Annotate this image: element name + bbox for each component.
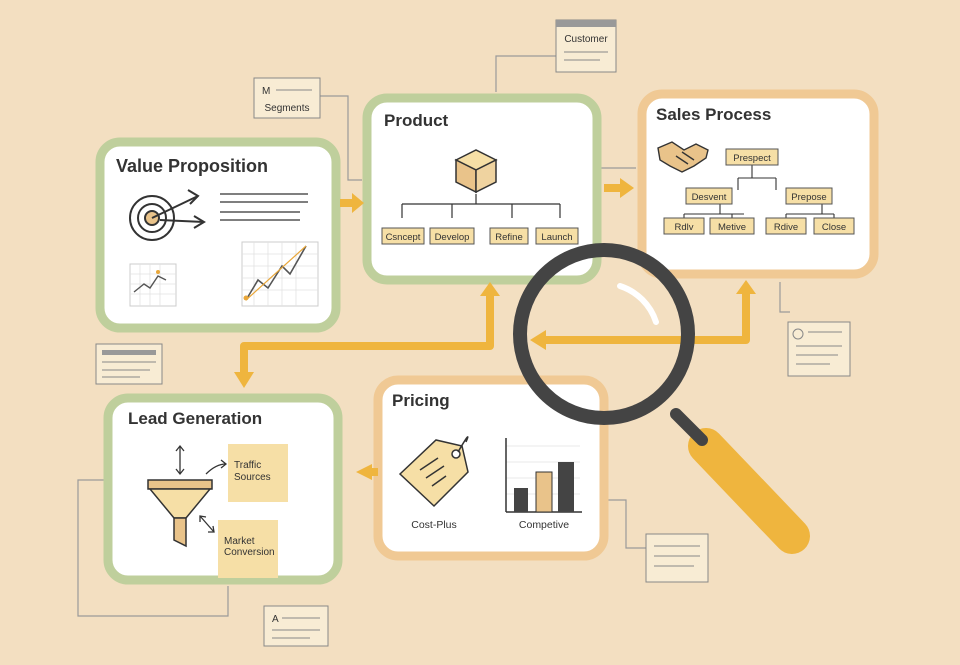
svg-text:Rdive: Rdive — [774, 222, 798, 233]
price-tag-icon — [398, 436, 469, 508]
magnifier-icon — [513, 243, 810, 554]
line-chart-icon-small — [129, 263, 177, 307]
pricing-title: Pricing — [392, 391, 450, 410]
note-customer-label: Customer — [564, 34, 608, 45]
panel-product: Product Csncept Develop Refine — [362, 93, 602, 285]
target-icon — [129, 189, 206, 241]
connector-pricing — [600, 499, 646, 549]
product-step-develop: Develop — [429, 227, 475, 245]
flow-paths — [240, 294, 750, 372]
sales-tree-lines — [683, 165, 835, 218]
lead-arrows — [175, 444, 228, 533]
lead-note-traffic: Traffic Sources — [228, 444, 288, 502]
product-step-refine: Refine — [489, 227, 529, 245]
path-sales-magnifier — [544, 294, 750, 344]
note-bottom-right — [645, 533, 709, 583]
line-chart-icon — [241, 241, 319, 307]
connector-customer — [495, 55, 556, 92]
svg-text:Market: Market — [224, 536, 255, 547]
note-bottom: A — [263, 605, 329, 647]
note-right-card — [787, 321, 851, 377]
svg-text:Prepose: Prepose — [791, 192, 826, 203]
note-segments-mark: M — [262, 86, 270, 97]
connector-sales-note — [779, 282, 790, 313]
note-segments-label: Segments — [264, 103, 309, 114]
connector-segments — [320, 95, 362, 181]
sales-node-close: Close — [813, 217, 855, 235]
sales-node-bottom-1: Rdlv — [663, 217, 705, 235]
svg-text:Prespect: Prespect — [733, 153, 771, 164]
lead-generation-title: Lead Generation — [128, 409, 262, 428]
value-proposition-title: Value Proposition — [116, 156, 268, 176]
svg-text:Conversion: Conversion — [224, 547, 275, 558]
handshake-icon — [657, 141, 709, 173]
flow-arrowheads — [234, 280, 756, 388]
bar-3 — [558, 462, 574, 512]
svg-text:Metive: Metive — [718, 222, 746, 233]
svg-text:Refine: Refine — [495, 232, 522, 243]
sales-node-prospect: Prespect — [725, 148, 779, 166]
svg-text:Traffic: Traffic — [234, 460, 261, 471]
svg-text:Desvent: Desvent — [692, 192, 727, 203]
sales-node-discovery: Desvent — [685, 187, 733, 205]
svg-text:Sources: Sources — [234, 472, 271, 483]
svg-text:Close: Close — [822, 222, 846, 233]
sales-node-bottom-2: Metive — [709, 217, 755, 235]
lead-note-market: Market Conversion — [218, 520, 278, 578]
bar-2 — [535, 471, 553, 513]
funnel-icon — [147, 479, 213, 548]
pricing-left-label: Cost-Plus — [411, 519, 457, 531]
svg-text:Csncept: Csncept — [386, 232, 421, 243]
product-title: Product — [384, 111, 449, 130]
product-tree-lines — [401, 194, 561, 218]
connector-lines — [77, 55, 790, 617]
magnifier-ring — [513, 243, 695, 425]
svg-text:Launch: Launch — [541, 232, 572, 243]
svg-text:Develop: Develop — [435, 232, 470, 243]
path-product-lead — [240, 296, 494, 372]
panel-sales-process: Sales Process Prespect Desvent — [637, 89, 879, 279]
product-step-launch: Launch — [535, 227, 579, 245]
box-icon — [454, 149, 498, 194]
panel-value-proposition: Value Proposition — [95, 137, 341, 333]
arrow-pricing-lead — [356, 464, 372, 480]
sales-node-bottom-3: Rdive — [765, 217, 807, 235]
svg-text:Rdlv: Rdlv — [674, 222, 693, 233]
sales-process-title: Sales Process — [656, 105, 771, 124]
flow-arrows — [340, 178, 634, 480]
product-step-concept: Csncept — [381, 227, 425, 245]
arrow-product-sales — [604, 184, 620, 192]
connector-lead — [77, 479, 229, 617]
note-segments: M Segments — [253, 77, 321, 119]
sales-node-propose: Prepose — [785, 187, 833, 205]
bar-chart-icon — [505, 438, 582, 513]
svg-text:A: A — [272, 614, 279, 625]
pricing-right-label: Competive — [519, 519, 569, 531]
bar-1 — [514, 488, 528, 512]
note-left — [95, 343, 163, 385]
magnifier-handle — [688, 428, 810, 554]
value-text-lines — [220, 193, 308, 221]
arrow-value-product — [340, 199, 352, 207]
panel-lead-generation: Lead Generation Traffic Sources Market C… — [103, 393, 343, 585]
note-customer: Customer — [555, 19, 617, 73]
